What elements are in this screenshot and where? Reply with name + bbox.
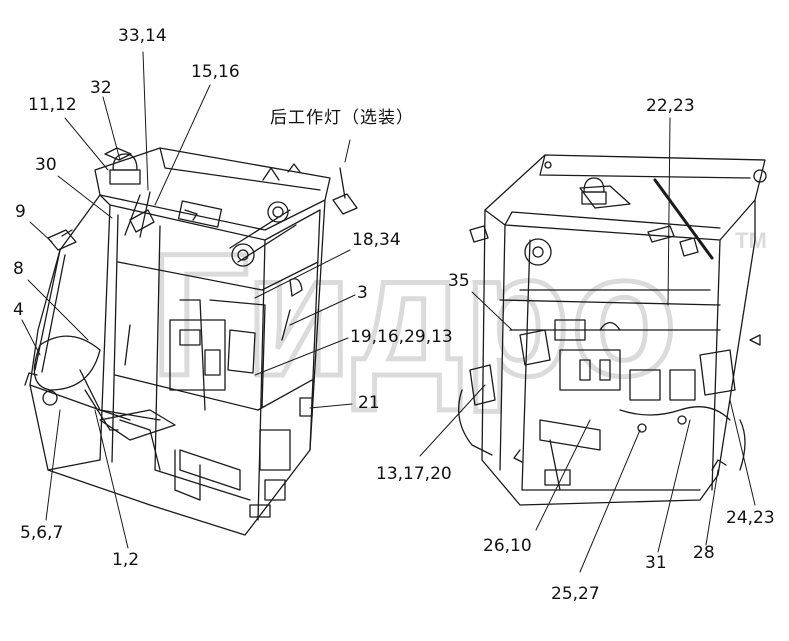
roof-vent-left	[231, 243, 255, 267]
rear-lamp-left	[469, 225, 489, 243]
leader-5-6-7	[45, 409, 61, 521]
rear-lamp-right	[679, 237, 699, 257]
floor-plate	[539, 419, 601, 451]
callout-22-23: 22,23	[646, 96, 695, 116]
leader-25-27	[579, 429, 641, 573]
watermark: Гидро TM	[148, 216, 767, 416]
callout-18-34: 18,34	[352, 230, 401, 250]
callout-26-10: 26,10	[483, 536, 532, 556]
roof-hatch	[579, 185, 631, 209]
callout-5-6-7: 5,6,7	[20, 523, 64, 543]
leader-22-23	[667, 117, 671, 306]
beacon-lamp	[104, 147, 141, 185]
left-wheel-housing	[33, 335, 101, 391]
front-lamp-left	[47, 229, 77, 251]
callout-24-23: 24,23	[726, 508, 775, 528]
callout-25-27: 25,27	[551, 584, 600, 604]
rear-work-lamp-note: 后工作灯（选装）	[270, 108, 414, 128]
electrical-panel	[559, 349, 621, 391]
callout-33-14: 33,14	[118, 26, 167, 46]
leader-26-10	[535, 419, 591, 531]
callout-1-2: 1,2	[112, 550, 140, 570]
leader-lines	[21, 51, 756, 573]
leader-19-16-29-13	[254, 337, 349, 376]
watermark-tm: TM	[735, 228, 767, 253]
callout-19-16-29-13: 19,16,29,13	[350, 327, 453, 347]
left-control-panel	[169, 319, 226, 391]
rear-wiper	[653, 178, 714, 260]
leader-8	[27, 279, 89, 341]
leader-11-12	[64, 117, 109, 171]
roof-panel	[177, 200, 223, 228]
leader-13-17-20	[419, 384, 486, 457]
leader-30	[57, 175, 113, 219]
leader-32	[102, 96, 121, 161]
leader-rear-lamp	[344, 139, 351, 163]
leader-1-2	[94, 409, 129, 549]
left-cab	[24, 147, 358, 536]
callout-28: 28	[693, 543, 715, 563]
leader-9	[29, 221, 53, 243]
leader-28	[705, 469, 719, 546]
rear-work-lamp	[332, 193, 358, 215]
right-cab-body	[481, 199, 756, 506]
callout-30: 30	[35, 155, 57, 175]
leader-4	[21, 319, 41, 356]
watermark-text: Гидро	[150, 218, 677, 413]
leader-24-23	[729, 399, 756, 506]
callout-32: 32	[90, 78, 112, 98]
callout-9: 9	[15, 202, 26, 222]
leader-3	[289, 294, 356, 326]
beacon-lamp-rear	[581, 177, 607, 205]
callout-31: 31	[645, 553, 667, 573]
callout-11-12: 11,12	[28, 95, 77, 115]
leader-15-16	[154, 84, 211, 206]
callout-8: 8	[13, 259, 24, 279]
callout-3: 3	[357, 283, 368, 303]
callout-21: 21	[358, 393, 380, 413]
leader-31	[657, 419, 691, 553]
leader-35	[471, 291, 513, 331]
console-box	[259, 429, 291, 471]
leader-33-14	[142, 51, 149, 191]
cable-reel	[524, 238, 552, 266]
callout-35: 35	[448, 271, 470, 291]
callout-13-17-20: 13,17,20	[376, 464, 452, 484]
right-cab	[458, 154, 767, 506]
side-box	[469, 364, 496, 406]
leader-18-34	[254, 249, 351, 299]
callout-4: 4	[13, 300, 24, 320]
callout-15-16: 15,16	[191, 62, 240, 82]
leader-21	[309, 403, 353, 409]
